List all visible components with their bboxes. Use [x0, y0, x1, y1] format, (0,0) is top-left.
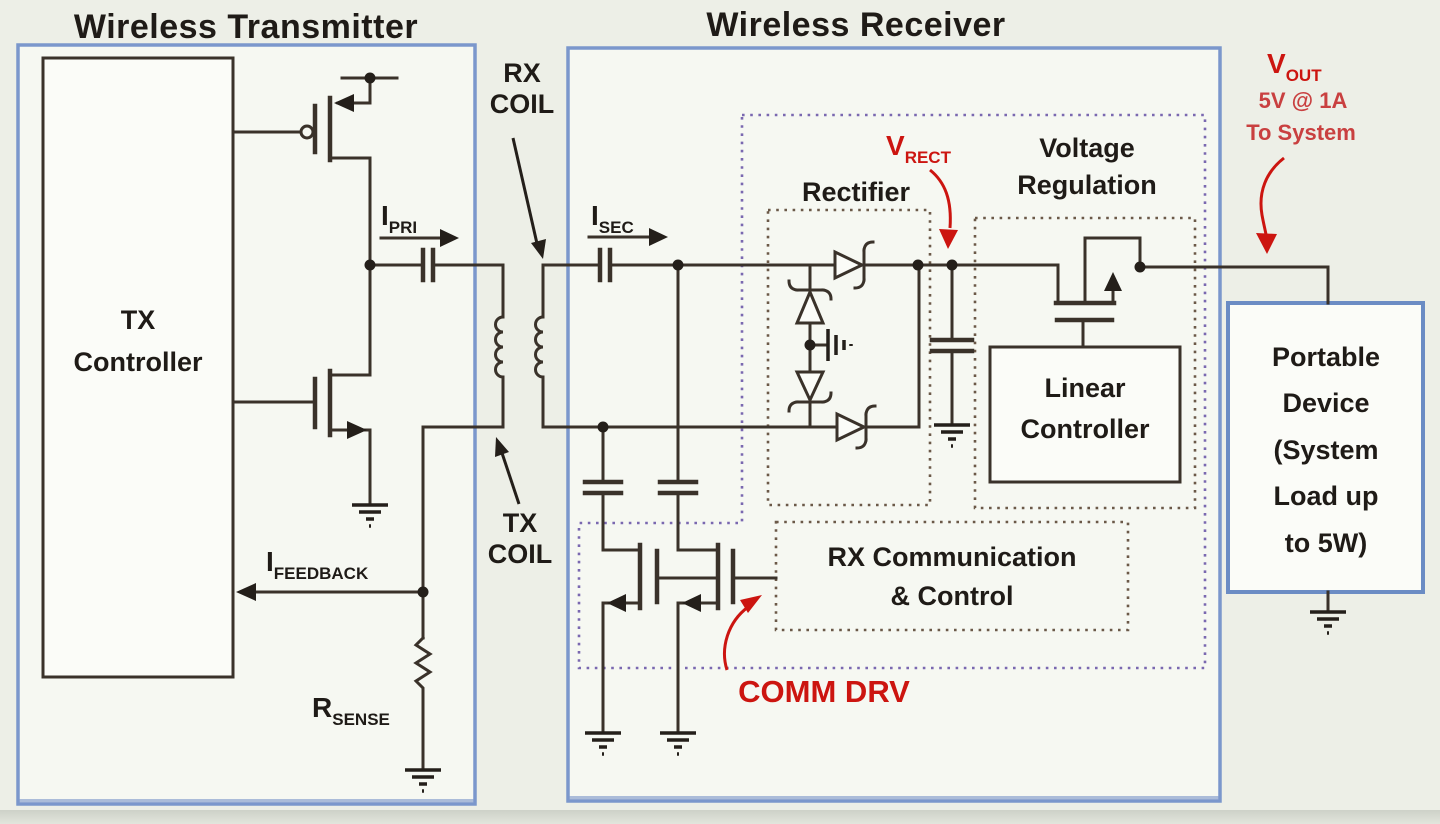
v-out-symbol: V [1267, 48, 1286, 79]
rectifier-center-ground [826, 329, 853, 361]
i-pri-symbol: I [381, 200, 389, 231]
vout-arrow [1259, 156, 1285, 241]
vrect-capacitor [929, 263, 975, 427]
i-sec-symbol: I [591, 200, 599, 231]
rx-coil-pointer [511, 137, 540, 249]
i-sec-arrowhead [649, 228, 668, 246]
rx-comm-line2: & Control [890, 581, 1014, 612]
comm-fet2-ground [660, 731, 696, 756]
comm-fet1-source-arrow [607, 594, 626, 612]
r-sense-subscript: SENSE [332, 710, 390, 730]
comm-fet1-ground [585, 731, 621, 756]
i-pri-label: IPRI [381, 200, 418, 238]
primary-loop [244, 236, 505, 772]
v-rect-label: VRECT [886, 130, 951, 168]
i-sec-label: ISEC [591, 200, 634, 238]
linear-controller-box [988, 345, 1182, 484]
wires [231, 76, 1330, 772]
rsense-ground [405, 768, 441, 793]
portable-device-ground [1310, 610, 1346, 635]
rectifier-diodes [787, 240, 954, 450]
comm-drv-label: COMM DRV [738, 674, 910, 709]
v-out-label: VOUT [1267, 48, 1322, 86]
tx-coil-line1: TX [502, 508, 538, 538]
linear-controller-label: Linear Controller [1020, 368, 1149, 449]
comm-drv-arrow [723, 605, 749, 671]
i-pri-subscript: PRI [388, 218, 418, 238]
rx-comm-line1: RX Communication [827, 542, 1077, 572]
receiver-title: Wireless Receiver [706, 6, 1006, 44]
i-feedback-subscript: FEEDBACK [273, 564, 369, 584]
portable-line-3: Load up [1273, 481, 1379, 512]
rx-comm-label: RX Communication & Control [827, 538, 1076, 616]
red-annotations [723, 156, 1285, 671]
secondary-loop [541, 235, 839, 429]
portable-line-0: Portable [1271, 342, 1381, 372]
rx-coil-label: RX COIL [490, 58, 555, 121]
dotted-regions [577, 113, 1207, 670]
portable-line-4: to 5W) [1284, 527, 1368, 558]
vrect-cap-ground [934, 423, 970, 448]
portable-device-box [1226, 301, 1425, 594]
portable-device-label: Portable Device (System Load up to 5W) [1272, 334, 1380, 566]
transmitter-title: Wireless Transmitter [73, 8, 419, 46]
arrowheads [236, 72, 1146, 612]
tx-coil [494, 263, 505, 429]
voltage-regulation-line2: Regulation [1017, 170, 1157, 201]
rx-power-section-outline [577, 113, 1207, 670]
linear-controller-line2: Controller [1020, 413, 1150, 444]
tx-nmos-ground [352, 503, 388, 528]
bottom-shadow-strip [0, 810, 1440, 824]
pmos-source-arrow [334, 94, 354, 112]
r-sense-label: RSENSE [312, 692, 390, 730]
tx-coil-label: TX COIL [488, 508, 553, 571]
v-rect-symbol: V [886, 130, 905, 161]
rx-coil-pointer-head [531, 239, 546, 259]
i-feedback-symbol: I [266, 546, 274, 577]
tx-coil-line2: COIL [487, 539, 553, 570]
nmos-source-arrow [347, 421, 367, 439]
rx-coil-line1: RX [503, 58, 541, 88]
i-pri-arrowhead [440, 229, 459, 247]
vout-destination: To System [1246, 120, 1356, 145]
tx-controller-label: TX Controller [73, 300, 202, 384]
pass-fet [950, 236, 1142, 349]
voltage-regulation-label: Voltage Regulation [1017, 130, 1157, 205]
i-sec-subscript: SEC [598, 218, 634, 238]
rx-coil [534, 263, 545, 429]
tx-controller-line1: TX [120, 305, 156, 335]
rectifier-label: Rectifier [801, 177, 911, 207]
comm-fet2-source-arrow [682, 594, 701, 612]
pass-fet-arrow [1104, 272, 1122, 291]
i-feedback-label: IFEEDBACK [266, 546, 369, 584]
i-feedback-arrowhead [236, 583, 256, 601]
comm-branches [582, 263, 778, 735]
output-wire [1138, 265, 1330, 614]
rx-coil-line2: COIL [489, 89, 555, 120]
vout-rating: 5V @ 1A [1258, 88, 1348, 113]
tx-controller-line2: Controller [73, 346, 203, 377]
linear-controller-line1: Linear [1044, 373, 1126, 403]
grounds [352, 329, 1346, 793]
r-sense-symbol: R [312, 692, 333, 723]
portable-line-2: (System [1273, 434, 1379, 465]
voltage-regulation-line1: Voltage [1039, 133, 1135, 163]
v-rect-subscript: RECT [904, 148, 951, 168]
tx-coil-pointer [500, 452, 521, 505]
label-pointers [500, 137, 540, 505]
tx-controller-box [41, 56, 235, 679]
vrect-arrow [929, 168, 952, 229]
red-arrowheads [740, 229, 1277, 613]
v-out-subscript: OUT [1285, 66, 1322, 86]
tx-coil-pointer-head [495, 437, 509, 457]
portable-line-1: Device [1282, 388, 1370, 419]
